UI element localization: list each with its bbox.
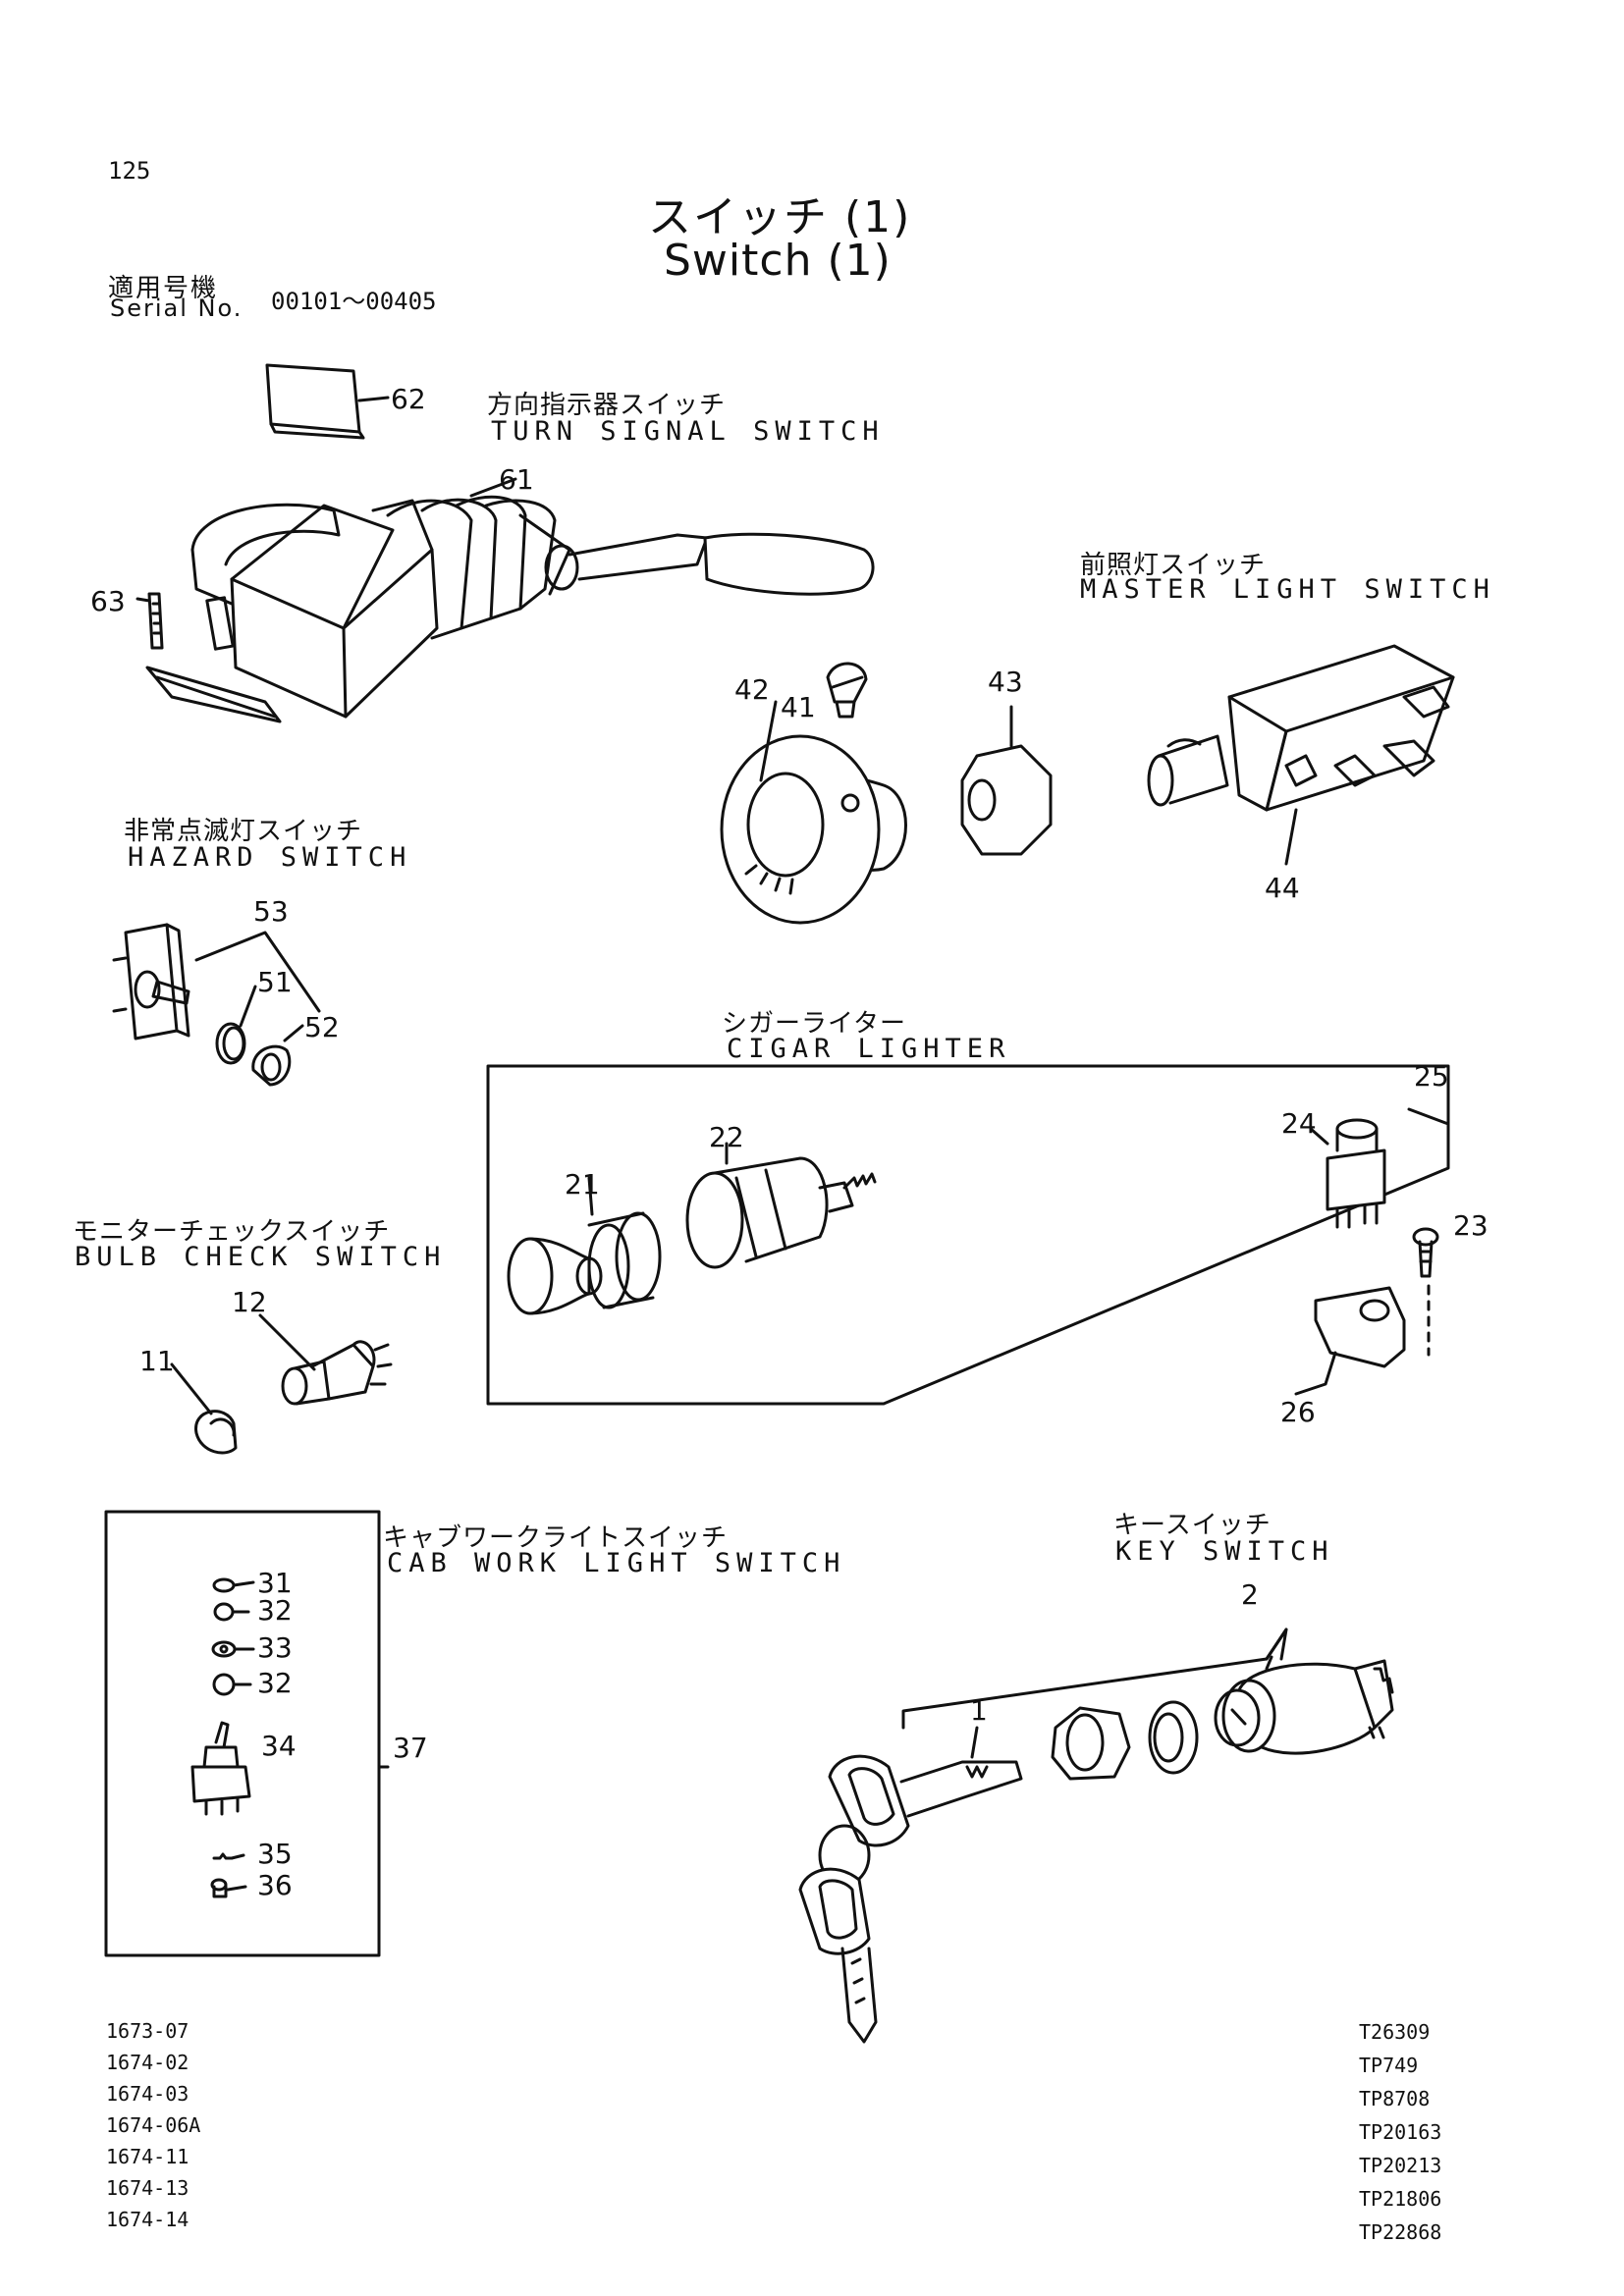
part-35-lockwasher [212, 1852, 245, 1860]
callout-62: 62 [391, 383, 426, 415]
part-34-toggle-switch [190, 1721, 251, 1816]
callout-23: 23 [1453, 1209, 1489, 1242]
callout-37: 37 [393, 1732, 428, 1764]
cab-work-light-label-jp: キャブワークライトスイッチ [383, 1523, 729, 1553]
cigar-lighter-label-jp: シガーライター [722, 1009, 906, 1039]
callout-1: 1 [970, 1694, 988, 1727]
serial-label-jp: 適用号機 [108, 274, 219, 303]
callout-35: 35 [257, 1838, 293, 1870]
callout-25: 25 [1414, 1060, 1449, 1093]
part-52-nut [251, 1024, 304, 1087]
cigar-lighter-label-en: CIGAR LIGHTER [727, 1034, 1011, 1064]
key-switch-label-en: KEY SWITCH [1115, 1536, 1334, 1567]
part-key-nut [1051, 1706, 1131, 1781]
callout-51: 51 [257, 966, 293, 998]
callout-32-a: 32 [257, 1594, 293, 1627]
serial-range: 00101～00405 [271, 288, 437, 315]
reference-right-item: TP20163 [1359, 2120, 1442, 2144]
callout-43: 43 [988, 666, 1023, 698]
part-41-screw [826, 662, 868, 719]
page-title-en: Switch (1) [664, 236, 892, 286]
bulb-check-label-en: BULB CHECK SWITCH [75, 1242, 447, 1272]
callout-53: 53 [253, 895, 289, 928]
reference-right-item: TP8708 [1359, 2087, 1431, 2110]
master-light-label-en: MASTER LIGHT SWITCH [1080, 574, 1495, 605]
callout-63: 63 [90, 585, 126, 617]
part-31-washer [212, 1577, 255, 1593]
reference-right-item: T26309 [1359, 2020, 1431, 2044]
part-42-knob [720, 700, 907, 925]
callout-31: 31 [257, 1567, 293, 1599]
turn-signal-label-jp: 方向指示器スイッチ [487, 391, 727, 420]
part-33-washer [211, 1640, 255, 1658]
part-11-bulb-cap [170, 1362, 238, 1455]
reference-left-item: 1674-02 [106, 2051, 189, 2074]
reference-left-item: 1674-14 [106, 2208, 189, 2231]
hazard-label-jp: 非常点滅灯スイッチ [124, 817, 363, 846]
part-26-bracket [1294, 1286, 1406, 1396]
part-23-screw [1412, 1227, 1439, 1357]
part-24-lighter-element [1309, 1107, 1450, 1229]
bulb-check-label-jp: モニターチェックスイッチ [73, 1217, 391, 1247]
callout-32-b: 32 [257, 1667, 293, 1699]
turn-signal-label-en: TURN SIGNAL SWITCH [491, 416, 885, 447]
page-number: 125 [108, 157, 151, 185]
reference-left-item: 1674-06A [106, 2113, 201, 2137]
part-53-hazard-switch [112, 923, 190, 1041]
part-21-lighter-knob [507, 1176, 662, 1315]
serial-label-en: Serial No. [110, 294, 244, 322]
callout-24: 24 [1281, 1107, 1317, 1140]
reference-left-item: 1674-03 [106, 2082, 189, 2106]
callout-12: 12 [232, 1286, 267, 1318]
reference-list-left: 1673-07 1674-02 1674-03 1674-06A 1674-11… [106, 2015, 200, 2235]
part-36-screw [210, 1878, 247, 1898]
callout-26: 26 [1280, 1396, 1316, 1428]
part-1-keys [798, 1726, 1023, 2044]
reference-right-item: TP749 [1359, 2054, 1419, 2077]
part-key-washer [1148, 1700, 1199, 1775]
callout-2: 2 [1241, 1578, 1259, 1611]
callout-22: 22 [709, 1121, 744, 1153]
master-light-label-jp: 前照灯スイッチ [1080, 551, 1267, 580]
part-43-nut [960, 705, 1053, 856]
reference-left-item: 1674-11 [106, 2145, 189, 2168]
cab-work-light-label-en: CAB WORK LIGHT SWITCH [387, 1548, 846, 1578]
part-2-key-cylinder [1214, 1655, 1394, 1755]
key-switch-label-jp: キースイッチ [1113, 1511, 1272, 1540]
hazard-label-en: HAZARD SWITCH [128, 842, 412, 873]
callout-line-53 [194, 931, 321, 1013]
part-51-ring [215, 985, 257, 1065]
part-61-turn-signal-switch [145, 477, 875, 723]
reference-list-right: T26309 TP749 TP8708 TP20163 TP20213 TP21… [1359, 2015, 1441, 2249]
cigar-lighter-box [486, 1064, 1450, 1406]
part-12-bulb-check-switch [258, 1313, 393, 1406]
callout-41: 41 [781, 691, 816, 723]
part-32-nut-a [213, 1602, 250, 1622]
reference-right-item: TP20213 [1359, 2154, 1442, 2177]
callout-44: 44 [1265, 872, 1300, 904]
callout-33: 33 [257, 1631, 293, 1664]
callout-36: 36 [257, 1869, 293, 1901]
part-22-lighter-socket [685, 1142, 877, 1269]
callout-21: 21 [565, 1168, 600, 1201]
cab-work-light-box [104, 1510, 381, 1957]
reference-right-item: TP22868 [1359, 2220, 1442, 2244]
part-44-master-light-switch [1147, 644, 1455, 866]
reference-right-item: TP21806 [1359, 2187, 1442, 2211]
callout-34: 34 [261, 1730, 297, 1762]
callout-42: 42 [734, 673, 770, 706]
part-63-cable-tie [135, 592, 164, 650]
part-32-nut-b [212, 1673, 252, 1696]
part-62-label-plate [265, 363, 390, 440]
callout-52: 52 [304, 1011, 340, 1043]
reference-left-item: 1673-07 [106, 2019, 189, 2043]
reference-left-item: 1674-13 [106, 2176, 189, 2200]
callout-61: 61 [499, 463, 534, 496]
page-title-jp: スイッチ (1) [648, 192, 912, 242]
callout-11: 11 [139, 1345, 175, 1377]
